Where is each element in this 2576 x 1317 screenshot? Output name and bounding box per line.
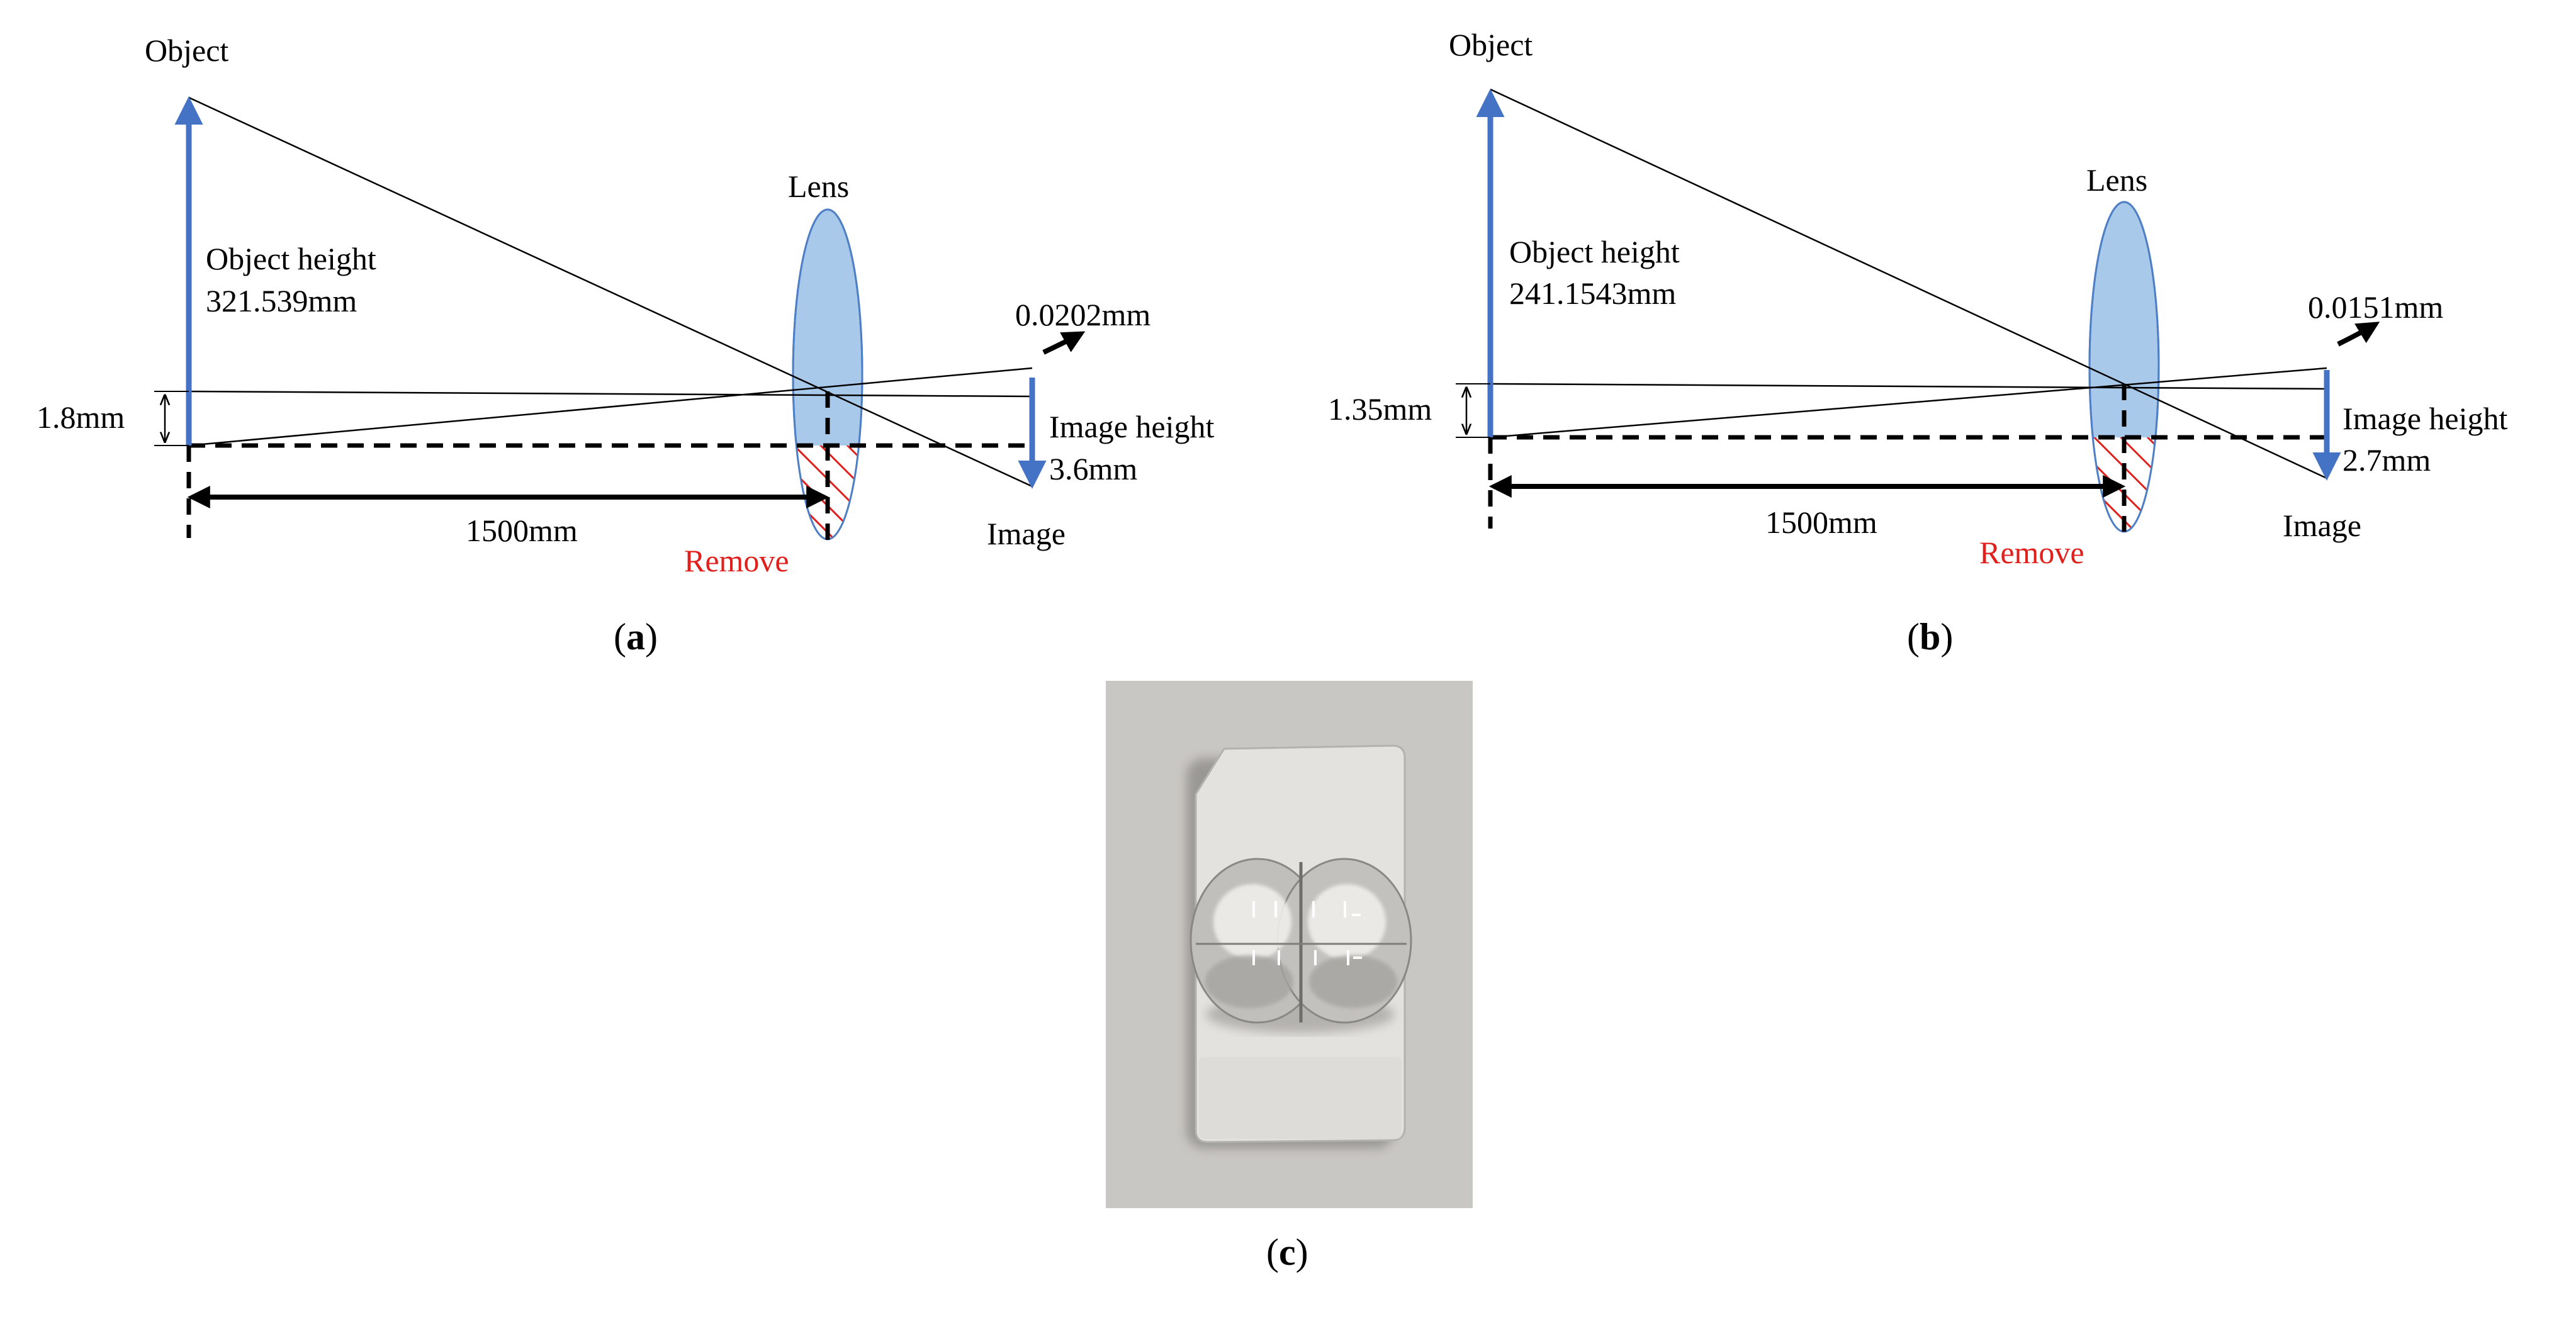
offset-label: 0.0151mm [2308,289,2443,325]
caption-c: (c) [1266,1231,1308,1273]
ray-horizontal [1490,383,2327,390]
ray-lower [1490,367,2327,439]
image-height-label: Image height [2343,401,2508,436]
chief-ray-top [188,96,1033,488]
lens-label: Lens [788,169,849,204]
distance-label: 1500mm [1765,505,1877,540]
offset-curved-arrow [1042,331,1086,355]
offset-curved-arrow [2337,322,2380,347]
panel-b-diagram: Object Lens Object height 241.1543mm 0.0… [1328,27,2508,658]
object-height-label: Object height [1509,234,1680,269]
image-height-label: Image height [1049,409,1215,444]
ray-horizontal [188,390,1033,398]
caption-a: (a) [614,616,658,658]
object-label: Object [145,33,228,68]
object-height-label: Object height [206,241,376,276]
chief-ray-top [1490,88,2327,479]
gap-label: 1.8mm [37,400,125,435]
ray-lower [188,367,1033,447]
object-height-value: 321.539mm [206,283,357,318]
gap-label: 1.35mm [1328,391,1432,427]
remove-label: Remove [1979,535,2084,570]
caption-b: (b) [1907,616,1953,658]
image-height-value: 2.7mm [2343,442,2431,478]
panel-c-lens-photo: (c) [1106,681,1473,1273]
lens-label: Lens [2086,162,2147,198]
distance-label: 1500mm [466,513,578,548]
offset-label: 0.0202mm [1015,297,1150,332]
image-label: Image [987,516,1066,551]
object-height-value: 241.1543mm [1509,276,1676,311]
lens-domes [1190,858,1412,1024]
image-height-value: 3.6mm [1049,451,1137,486]
image-label: Image [2283,508,2361,543]
object-label: Object [1449,27,1533,62]
remove-label: Remove [684,543,789,578]
panel-a-diagram: Object Lens Object height 321.539mm 0.02… [37,33,1215,658]
